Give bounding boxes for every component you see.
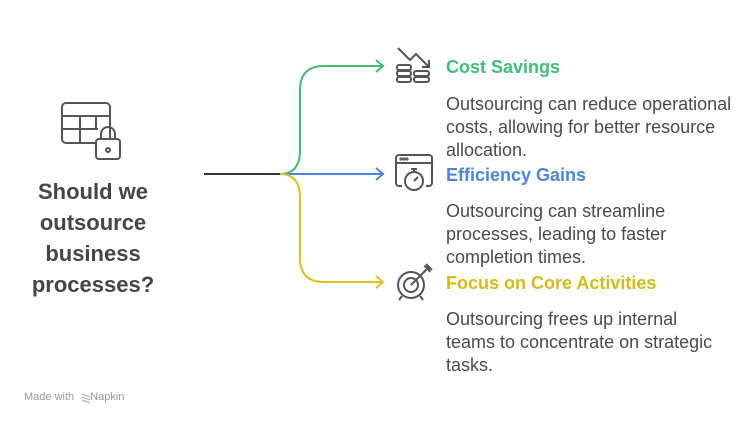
branch-title-efficiency-gains: Efficiency Gains [446, 165, 587, 185]
connector-focus [279, 173, 383, 283]
made-with-label: Made with [24, 391, 75, 403]
footer-credit: Made with Napkin [24, 391, 124, 403]
cost-down-coins-icon [396, 47, 430, 83]
branch-description-cost-savings: Outsourcing can reduce operational costs… [446, 94, 732, 160]
brand-label: Napkin [90, 391, 125, 403]
branch-title-focus-core: Focus on Core Activities [446, 273, 657, 293]
connector-cost [279, 65, 383, 175]
branch-title-cost-savings: Cost Savings [446, 57, 561, 77]
browser-stopwatch-icon [395, 154, 433, 191]
target-arrow-icon [397, 263, 433, 301]
central-question: Should we outsource business processes? [31, 179, 155, 297]
branch-description-focus-core: Outsourcing frees up internal teams to c… [446, 309, 713, 375]
spreadsheet-lock-icon [61, 102, 121, 160]
napkin-logo-icon [81, 393, 91, 404]
branch-description-efficiency-gains: Outsourcing can streamline processes, le… [446, 201, 667, 267]
